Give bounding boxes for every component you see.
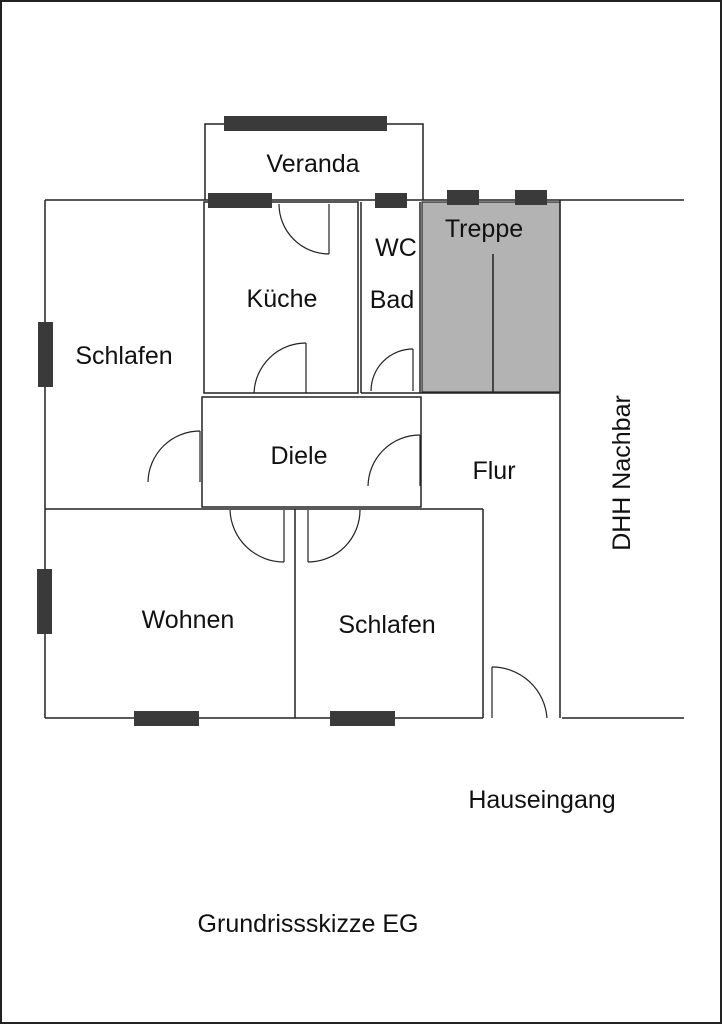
- label-corridor: Flur: [472, 457, 515, 485]
- label-hall: Diele: [271, 442, 328, 470]
- window-wc: [375, 193, 407, 208]
- door-hall-corridor: [367, 434, 421, 487]
- door-bedroom-left: [147, 430, 201, 483]
- door-kitchen-veranda: [278, 203, 330, 255]
- label-stairs: Treppe: [445, 215, 523, 243]
- label-living: Wohnen: [142, 606, 235, 634]
- label-kitchen: Küche: [247, 285, 318, 313]
- window-living-bottom: [134, 711, 199, 726]
- label-veranda: Veranda: [266, 150, 359, 178]
- window-bedroom-bottom: [330, 711, 395, 726]
- window-bedroom-left: [38, 322, 53, 387]
- label-bedroom-left: Schlafen: [75, 342, 172, 370]
- door-living: [229, 509, 285, 563]
- window-stair-1: [447, 190, 479, 205]
- kitchen-walls: [203, 201, 359, 394]
- label-bedroom-middle: Schlafen: [338, 611, 435, 639]
- label-wc: WC: [375, 234, 417, 262]
- label-neighbor: DHH Nachbar: [608, 395, 636, 551]
- window-kitchen: [208, 193, 272, 208]
- door-entrance: [491, 666, 548, 719]
- hall-walls: [201, 396, 422, 508]
- door-bedroom-middle: [307, 509, 361, 563]
- window-stair-2: [515, 190, 547, 205]
- staircase-area: [421, 201, 561, 393]
- plan-title: Grundrissskizze EG: [198, 910, 419, 938]
- window-living-side: [37, 569, 52, 634]
- door-kitchen-hall: [253, 342, 307, 394]
- label-entrance: Hauseingang: [468, 786, 615, 814]
- door-bath: [370, 348, 414, 392]
- window-veranda: [224, 116, 387, 131]
- label-bath: Bad: [370, 286, 414, 314]
